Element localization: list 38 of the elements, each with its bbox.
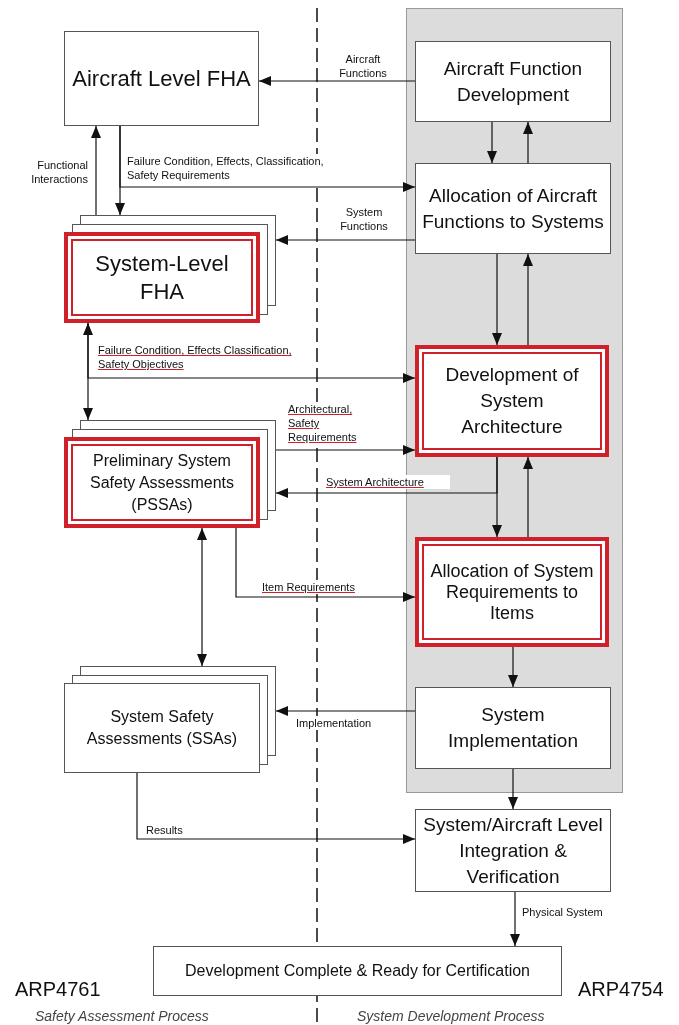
arrow xyxy=(258,76,416,86)
standard-label: ARP4754 xyxy=(578,977,664,1002)
arrow xyxy=(492,456,502,538)
box-label: Aircraft Function Development xyxy=(442,56,584,107)
box-label: System Safety Assessments (SSAs) xyxy=(85,707,239,749)
arrow xyxy=(275,235,416,245)
arrow xyxy=(508,768,518,810)
box-label: Preliminary System Safety Assessments (PSSAs) xyxy=(88,450,236,515)
arrow xyxy=(523,121,533,164)
box-label: Allocation of System Requirements to Items xyxy=(429,560,595,624)
arrow xyxy=(275,706,416,716)
process-caption: System Development Process xyxy=(357,1007,545,1025)
arrow xyxy=(523,456,533,538)
arrow xyxy=(508,646,518,688)
box-label: System/Aircraft Level Integration & Verification xyxy=(422,812,604,889)
box-label: Development of System Architecture xyxy=(444,363,580,439)
standard-label: ARP4761 xyxy=(15,977,101,1002)
arrow xyxy=(87,322,416,383)
box-label: Aircraft Level FHA xyxy=(72,64,251,93)
box-label: Allocation of Aircraft Functions to Systems xyxy=(421,183,605,234)
arrow xyxy=(492,253,502,346)
box-label: System-Level FHA xyxy=(94,249,230,306)
box-label: Development Complete & Ready for Certification xyxy=(184,961,530,981)
document-stack xyxy=(64,215,276,323)
process-caption: Safety Assessment Process xyxy=(35,1007,209,1025)
arrow xyxy=(275,445,416,455)
double-arrow xyxy=(197,527,207,667)
arrow xyxy=(235,527,416,602)
arrow xyxy=(91,125,101,216)
arrow xyxy=(136,772,416,844)
document-stack xyxy=(64,666,276,773)
edge-label: System Architecture xyxy=(326,475,450,489)
box-label: System Implementation xyxy=(447,703,579,753)
arrow xyxy=(523,253,533,346)
arrow xyxy=(119,125,416,192)
arrow xyxy=(487,121,497,164)
document-stack xyxy=(64,420,276,528)
arrow xyxy=(510,891,520,947)
